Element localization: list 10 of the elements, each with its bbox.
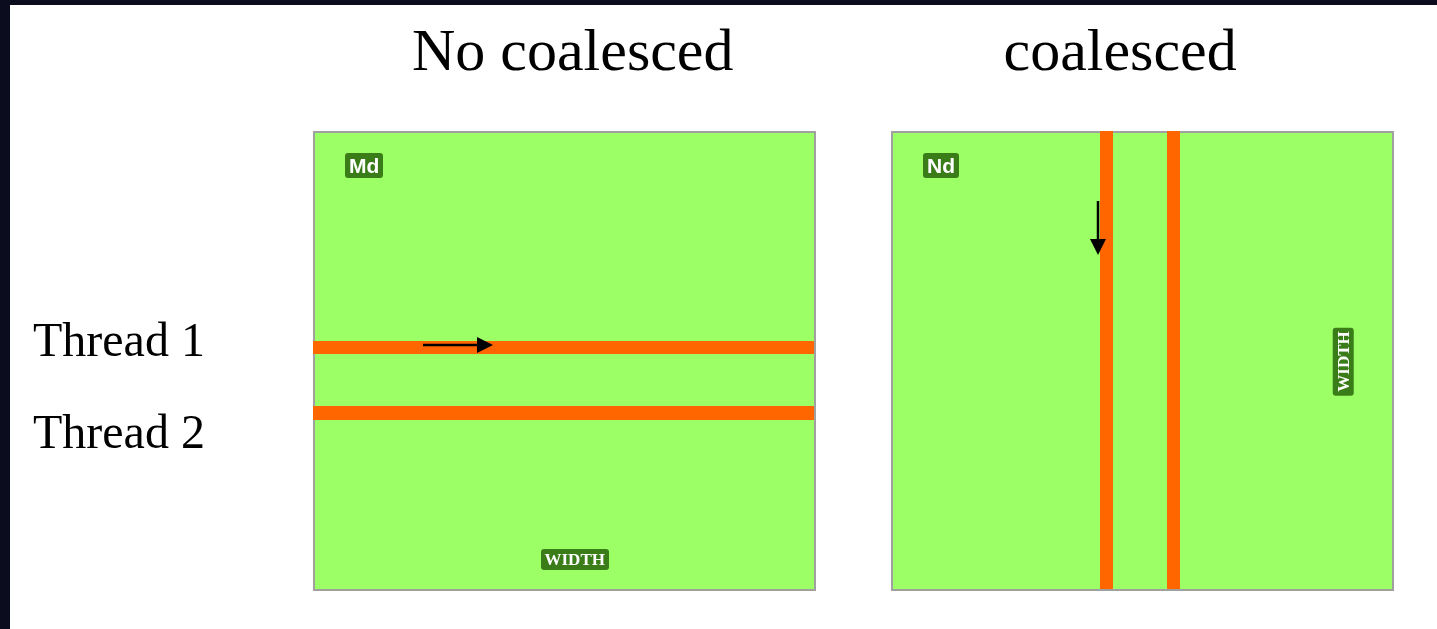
dimension-label: WIDTH (1332, 326, 1354, 396)
heading: No coalesced (412, 20, 734, 80)
matrix-box (313, 131, 816, 591)
dimension-label: WIDTH (540, 549, 609, 570)
matrix-box (891, 131, 1394, 591)
row-label: Thread 1 (33, 316, 205, 364)
heading: coalesced (1003, 20, 1237, 80)
matrix-name: Nd (923, 153, 959, 178)
row-label: Thread 2 (33, 408, 205, 456)
matrix-name: Md (345, 153, 384, 178)
